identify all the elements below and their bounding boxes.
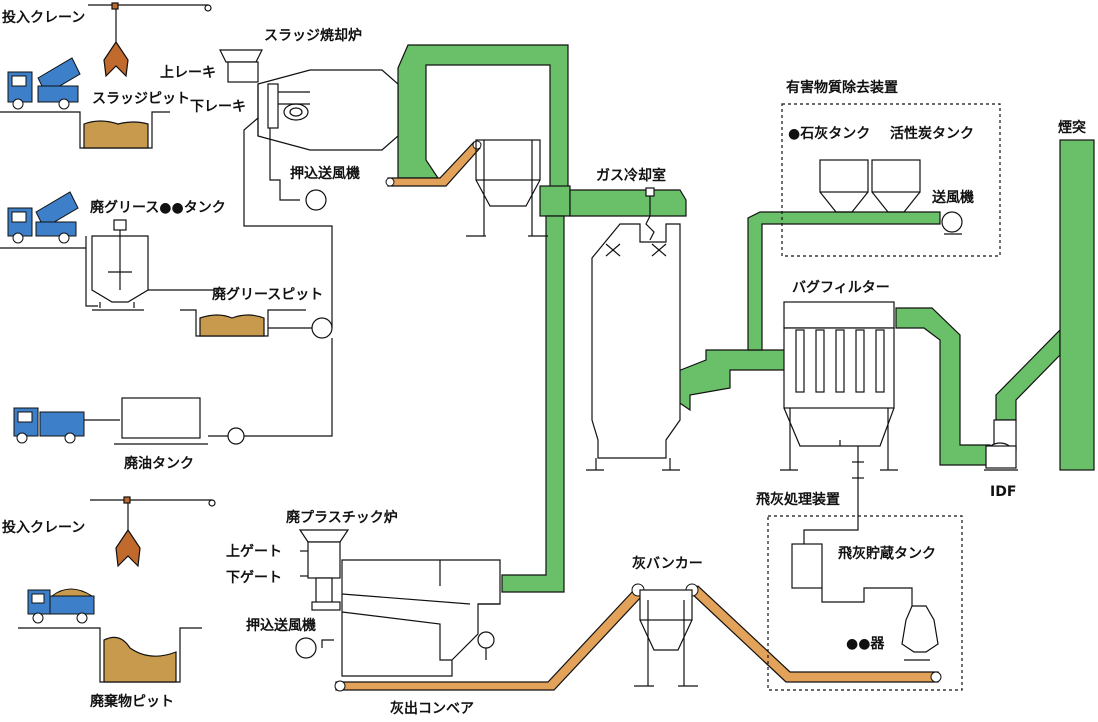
grease-tank — [0, 219, 214, 311]
ash-bunker — [634, 589, 698, 687]
label-crane-bottom: 投入クレーン — [2, 520, 85, 536]
belt-pulley-right — [930, 671, 942, 683]
label-carbon-tank: 活性炭タンク — [890, 125, 974, 142]
gas-cooling-nozzle-box — [645, 187, 655, 197]
label-sludge-incinerator: スラッジ焼却炉 — [264, 27, 362, 44]
label-lower-gate: 下ゲート — [226, 569, 282, 586]
fly-ash-unit — [767, 446, 963, 691]
duct-bagfilter-to-idf — [895, 307, 991, 466]
push-fan-top — [305, 189, 327, 211]
duct-cooling-to-bagfilter — [667, 349, 787, 412]
chute-pulley-bottom — [385, 177, 395, 187]
harmful-removal-unit — [781, 103, 1001, 257]
chute-pulley-top — [472, 140, 482, 150]
label-fly-ash-treatment: 飛灰処理装置 — [755, 491, 840, 508]
label-fly-ash-tank: 飛灰貯蔵タンク — [837, 545, 936, 562]
labels: 投入クレーン スラッジピット スラッジ焼却炉 上レーキ 下レーキ 押込送風機 廃… — [2, 10, 1086, 717]
waste-pit — [18, 627, 202, 683]
label-oil-tank: 廃油タンク — [124, 455, 194, 472]
oil-truck — [13, 407, 85, 444]
label-grease-tank: 廃グリース●●タンク — [90, 199, 226, 216]
grease-pit — [180, 117, 333, 339]
stack — [1059, 139, 1095, 471]
label-sludge-pit: スラッジピット — [92, 91, 190, 107]
sludge-pit — [0, 111, 170, 149]
duct-idf-to-stack — [995, 328, 1061, 421]
crane-grab-top — [103, 40, 129, 78]
plastic-furnace — [295, 529, 501, 677]
label-ash-conveyor: 灰出コンベア — [390, 700, 474, 717]
duct-incinerator-riser — [397, 44, 569, 191]
label-ash-bunker: 灰バンカー — [632, 555, 703, 572]
duct-reagent-injection — [747, 211, 941, 351]
label-waste-pit: 廃棄物ピット — [90, 693, 174, 710]
label-bag-filter: バグフィルター — [792, 279, 890, 296]
label-harmful-removal: 有害物質除去装置 — [786, 79, 898, 96]
label-blower: 送風機 — [931, 189, 974, 206]
gas-cooling-chamber — [586, 196, 681, 471]
sludge-incinerator — [219, 49, 399, 211]
idf-fan — [984, 419, 1018, 471]
label-gas-cooling: ガス冷却室 — [596, 167, 666, 184]
label-vessel: ●●器 — [846, 636, 885, 652]
oil-tank — [84, 338, 333, 445]
grease-truck — [7, 191, 79, 244]
ash-bunker-return-belt — [689, 585, 939, 683]
duct-plastic-furnace — [501, 215, 565, 593]
label-idf: IDF — [990, 484, 1016, 500]
label-upper-gate: 上ゲート — [226, 543, 282, 560]
label-lower-rake: 下レーキ — [190, 99, 246, 115]
gas-cooling-junction — [539, 185, 571, 217]
fly-ash-boundary — [767, 515, 963, 691]
push-fan-bottom — [295, 637, 317, 659]
label-stack: 煙突 — [1058, 119, 1086, 136]
truck-top — [7, 57, 81, 110]
label-grease-pit: 廃グリースピット — [212, 286, 323, 303]
label-plastic-furnace: 廃プラスチック炉 — [286, 509, 398, 526]
harmful-removal-boundary — [781, 103, 1001, 257]
flue-gas-ducts — [397, 44, 1095, 593]
duct-to-cooling-chamber — [569, 189, 687, 217]
label-push-fan-bottom: 押込送風機 — [246, 617, 316, 634]
cyclone-hopper — [466, 139, 548, 237]
bottom-crane — [90, 496, 216, 568]
label-crane-top: 投入クレーン — [2, 10, 85, 26]
ash-conveyor-pulley-left — [334, 680, 346, 692]
top-crane — [88, 2, 212, 78]
label-push-fan-top: 押込送風機 — [290, 165, 360, 182]
label-lime-tank: ●石灰タンク — [788, 125, 870, 142]
crane-grab-bottom — [115, 528, 141, 568]
label-upper-rake: 上レーキ — [160, 65, 216, 81]
bag-filter — [780, 301, 898, 471]
waste-truck — [27, 588, 95, 624]
